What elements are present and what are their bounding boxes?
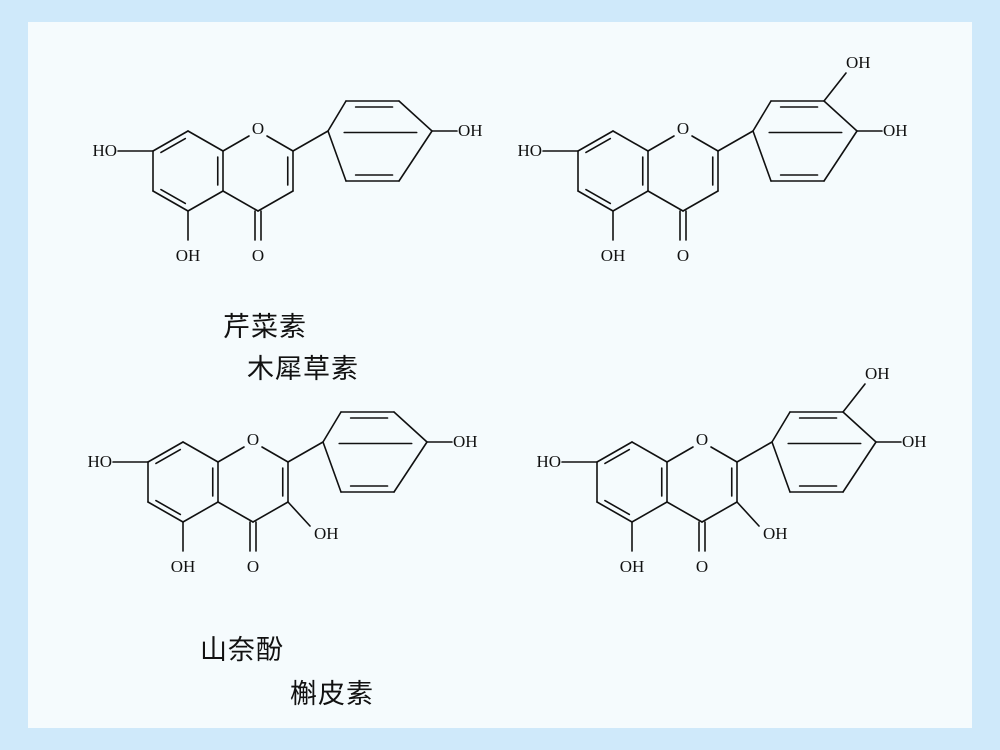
- label-carbonyl-oxygen: O: [247, 557, 259, 576]
- bond-c8-c8a: [187, 130, 224, 152]
- bond-b4-b5: [393, 441, 428, 493]
- bond-c7-c8: [577, 130, 614, 152]
- bond-c8a-o1: [217, 446, 245, 463]
- name-quercetin: 槲皮素: [290, 679, 374, 710]
- bond-c2-b1: [736, 441, 773, 463]
- bond-c2-b1: [287, 441, 324, 463]
- bond-c4-c4a: [647, 190, 684, 212]
- bond-c8-c8a: [631, 441, 668, 463]
- bond-c4-c4a: [217, 501, 254, 523]
- label-4prime-hydroxyl: OH: [453, 432, 478, 451]
- label-7-hydroxyl: HO: [92, 141, 117, 160]
- double-bond-c5-c6: [155, 499, 182, 516]
- bond-c8a-o1: [222, 135, 250, 152]
- bond-c5-c6: [596, 501, 633, 523]
- label-3prime-hydroxyl: OH: [865, 364, 890, 383]
- bond-b4-b5: [398, 130, 433, 182]
- label-carbonyl-oxygen: O: [252, 246, 264, 265]
- bond-b1-b2: [771, 411, 791, 443]
- bond-b1-b2: [752, 100, 772, 132]
- label-3-hydroxyl: OH: [763, 524, 788, 543]
- label-carbonyl-oxygen: O: [696, 557, 708, 576]
- structure-apigenin: HO OH O O OH: [92, 100, 483, 265]
- bond-c3-c4: [682, 190, 719, 212]
- double-bond-c7-c8: [155, 448, 182, 465]
- double-bond-c5-c6: [604, 499, 631, 516]
- bond-c8-c8a: [612, 130, 649, 152]
- bond-c7-c8: [147, 441, 184, 463]
- label-ring-oxygen: O: [247, 430, 259, 449]
- bond-b3-b4: [398, 100, 433, 132]
- bond-o1-c2: [266, 135, 294, 152]
- label-ring-oxygen: O: [677, 119, 689, 138]
- bond-b3-b4: [393, 411, 428, 443]
- bond-c8a-o1: [666, 446, 694, 463]
- bond-b1-b2: [327, 100, 347, 132]
- double-bond-c7-c8: [160, 137, 187, 154]
- bond-b6-b1: [322, 441, 342, 493]
- double-bond-c7-c8: [585, 137, 612, 154]
- bond-c3-oh: [287, 501, 311, 527]
- label-ring-oxygen: O: [696, 430, 708, 449]
- label-4prime-hydroxyl: OH: [883, 121, 908, 140]
- bond-c3-oh: [736, 501, 760, 527]
- bond-c2-b1: [717, 130, 754, 152]
- bond-o1-c2: [691, 135, 719, 152]
- label-5-hydroxyl: OH: [176, 246, 201, 265]
- name-apigenin: 芹菜素: [223, 312, 307, 343]
- label-7-hydroxyl: HO: [536, 452, 561, 471]
- bond-c3-c4: [701, 501, 738, 523]
- label-carbonyl-oxygen: O: [677, 246, 689, 265]
- bond-c4a-c5: [182, 501, 219, 523]
- bond-b6-b1: [771, 441, 791, 493]
- bond-3prime-oh: [842, 383, 866, 413]
- bond-c2-b1: [292, 130, 329, 152]
- bond-c3-c4: [252, 501, 289, 523]
- bond-c5-c6: [152, 190, 189, 212]
- bond-c4-c4a: [666, 501, 703, 523]
- label-5-hydroxyl: OH: [601, 246, 626, 265]
- label-4prime-hydroxyl: OH: [902, 432, 927, 451]
- bond-o1-c2: [710, 446, 738, 463]
- bond-b6-b1: [752, 130, 772, 182]
- bond-c7-c8: [152, 130, 189, 152]
- bond-c3-c4: [257, 190, 294, 212]
- structure-quercetin: HO OH O O OH OH OH: [536, 364, 926, 576]
- bond-c4a-c5: [631, 501, 668, 523]
- double-bond-c5-c6: [160, 188, 187, 205]
- bond-c7-c8: [596, 441, 633, 463]
- double-bond-c7-c8: [604, 448, 631, 465]
- bond-c5-c6: [577, 190, 614, 212]
- bond-3prime-oh: [823, 72, 847, 102]
- bond-c4a-c5: [612, 190, 649, 212]
- structure-luteolin: HO OH O O OH OH: [517, 53, 907, 265]
- bond-c8a-o1: [647, 135, 675, 152]
- slide-panel: [28, 22, 972, 728]
- label-7-hydroxyl: HO: [517, 141, 542, 160]
- bond-b1-b2: [322, 411, 342, 443]
- label-ring-oxygen: O: [252, 119, 264, 138]
- bond-b4-b5: [823, 130, 858, 182]
- bond-b3-b4: [823, 100, 858, 132]
- name-luteolin: 木犀草素: [247, 354, 359, 385]
- bond-b4-b5: [842, 441, 877, 493]
- label-3-hydroxyl: OH: [314, 524, 339, 543]
- label-5-hydroxyl: OH: [620, 557, 645, 576]
- structure-kaempferol: HO OH O O OH OH: [87, 411, 478, 576]
- bond-o1-c2: [261, 446, 289, 463]
- label-5-hydroxyl: OH: [171, 557, 196, 576]
- label-4prime-hydroxyl: OH: [458, 121, 483, 140]
- name-kaempferol: 山奈酚: [200, 635, 284, 666]
- bond-b3-b4: [842, 411, 877, 443]
- bond-c4a-c5: [187, 190, 224, 212]
- bond-c8-c8a: [182, 441, 219, 463]
- bond-c5-c6: [147, 501, 184, 523]
- double-bond-c5-c6: [585, 188, 612, 205]
- label-7-hydroxyl: HO: [87, 452, 112, 471]
- label-3prime-hydroxyl: OH: [846, 53, 871, 72]
- bond-b6-b1: [327, 130, 347, 182]
- bond-c4-c4a: [222, 190, 259, 212]
